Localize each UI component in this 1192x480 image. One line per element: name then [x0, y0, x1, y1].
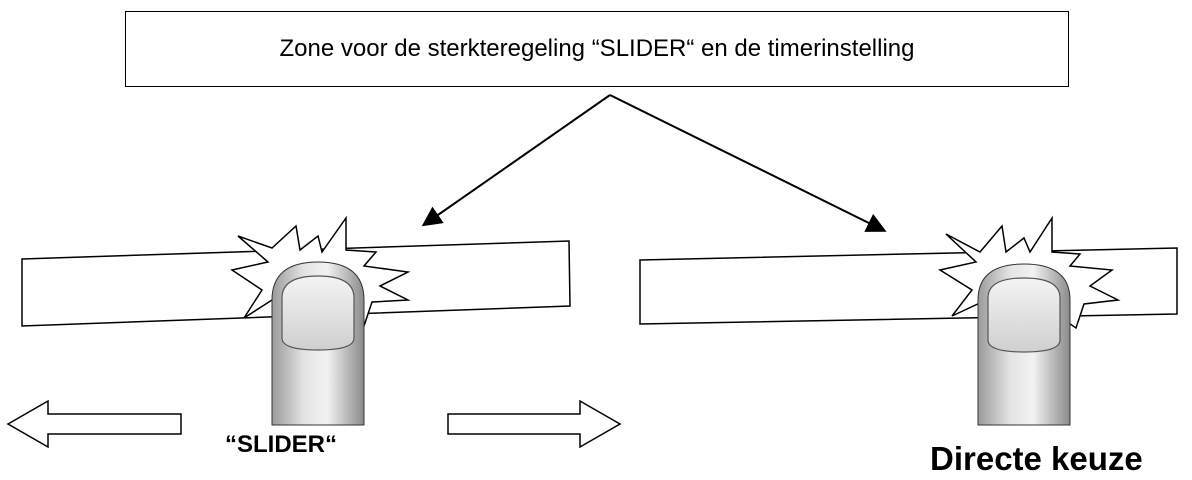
callout-text: Zone voor de sterkteregeling “SLIDER“ en…: [279, 35, 915, 62]
arrow-right-icon: [447, 399, 622, 449]
direct-choice-label: Directe keuze: [930, 440, 1143, 477]
finger-icon: [977, 263, 1071, 426]
pointer-line-right: [609, 94, 887, 232]
finger-icon: [271, 261, 365, 426]
pointer-line-left: [421, 94, 611, 227]
arrow-left-icon: [6, 399, 182, 449]
callout-box: Zone voor de sterkteregeling “SLIDER“ en…: [125, 11, 1069, 87]
slider-label: “SLIDER“: [225, 431, 338, 458]
touch-strip-right: [639, 247, 1178, 325]
